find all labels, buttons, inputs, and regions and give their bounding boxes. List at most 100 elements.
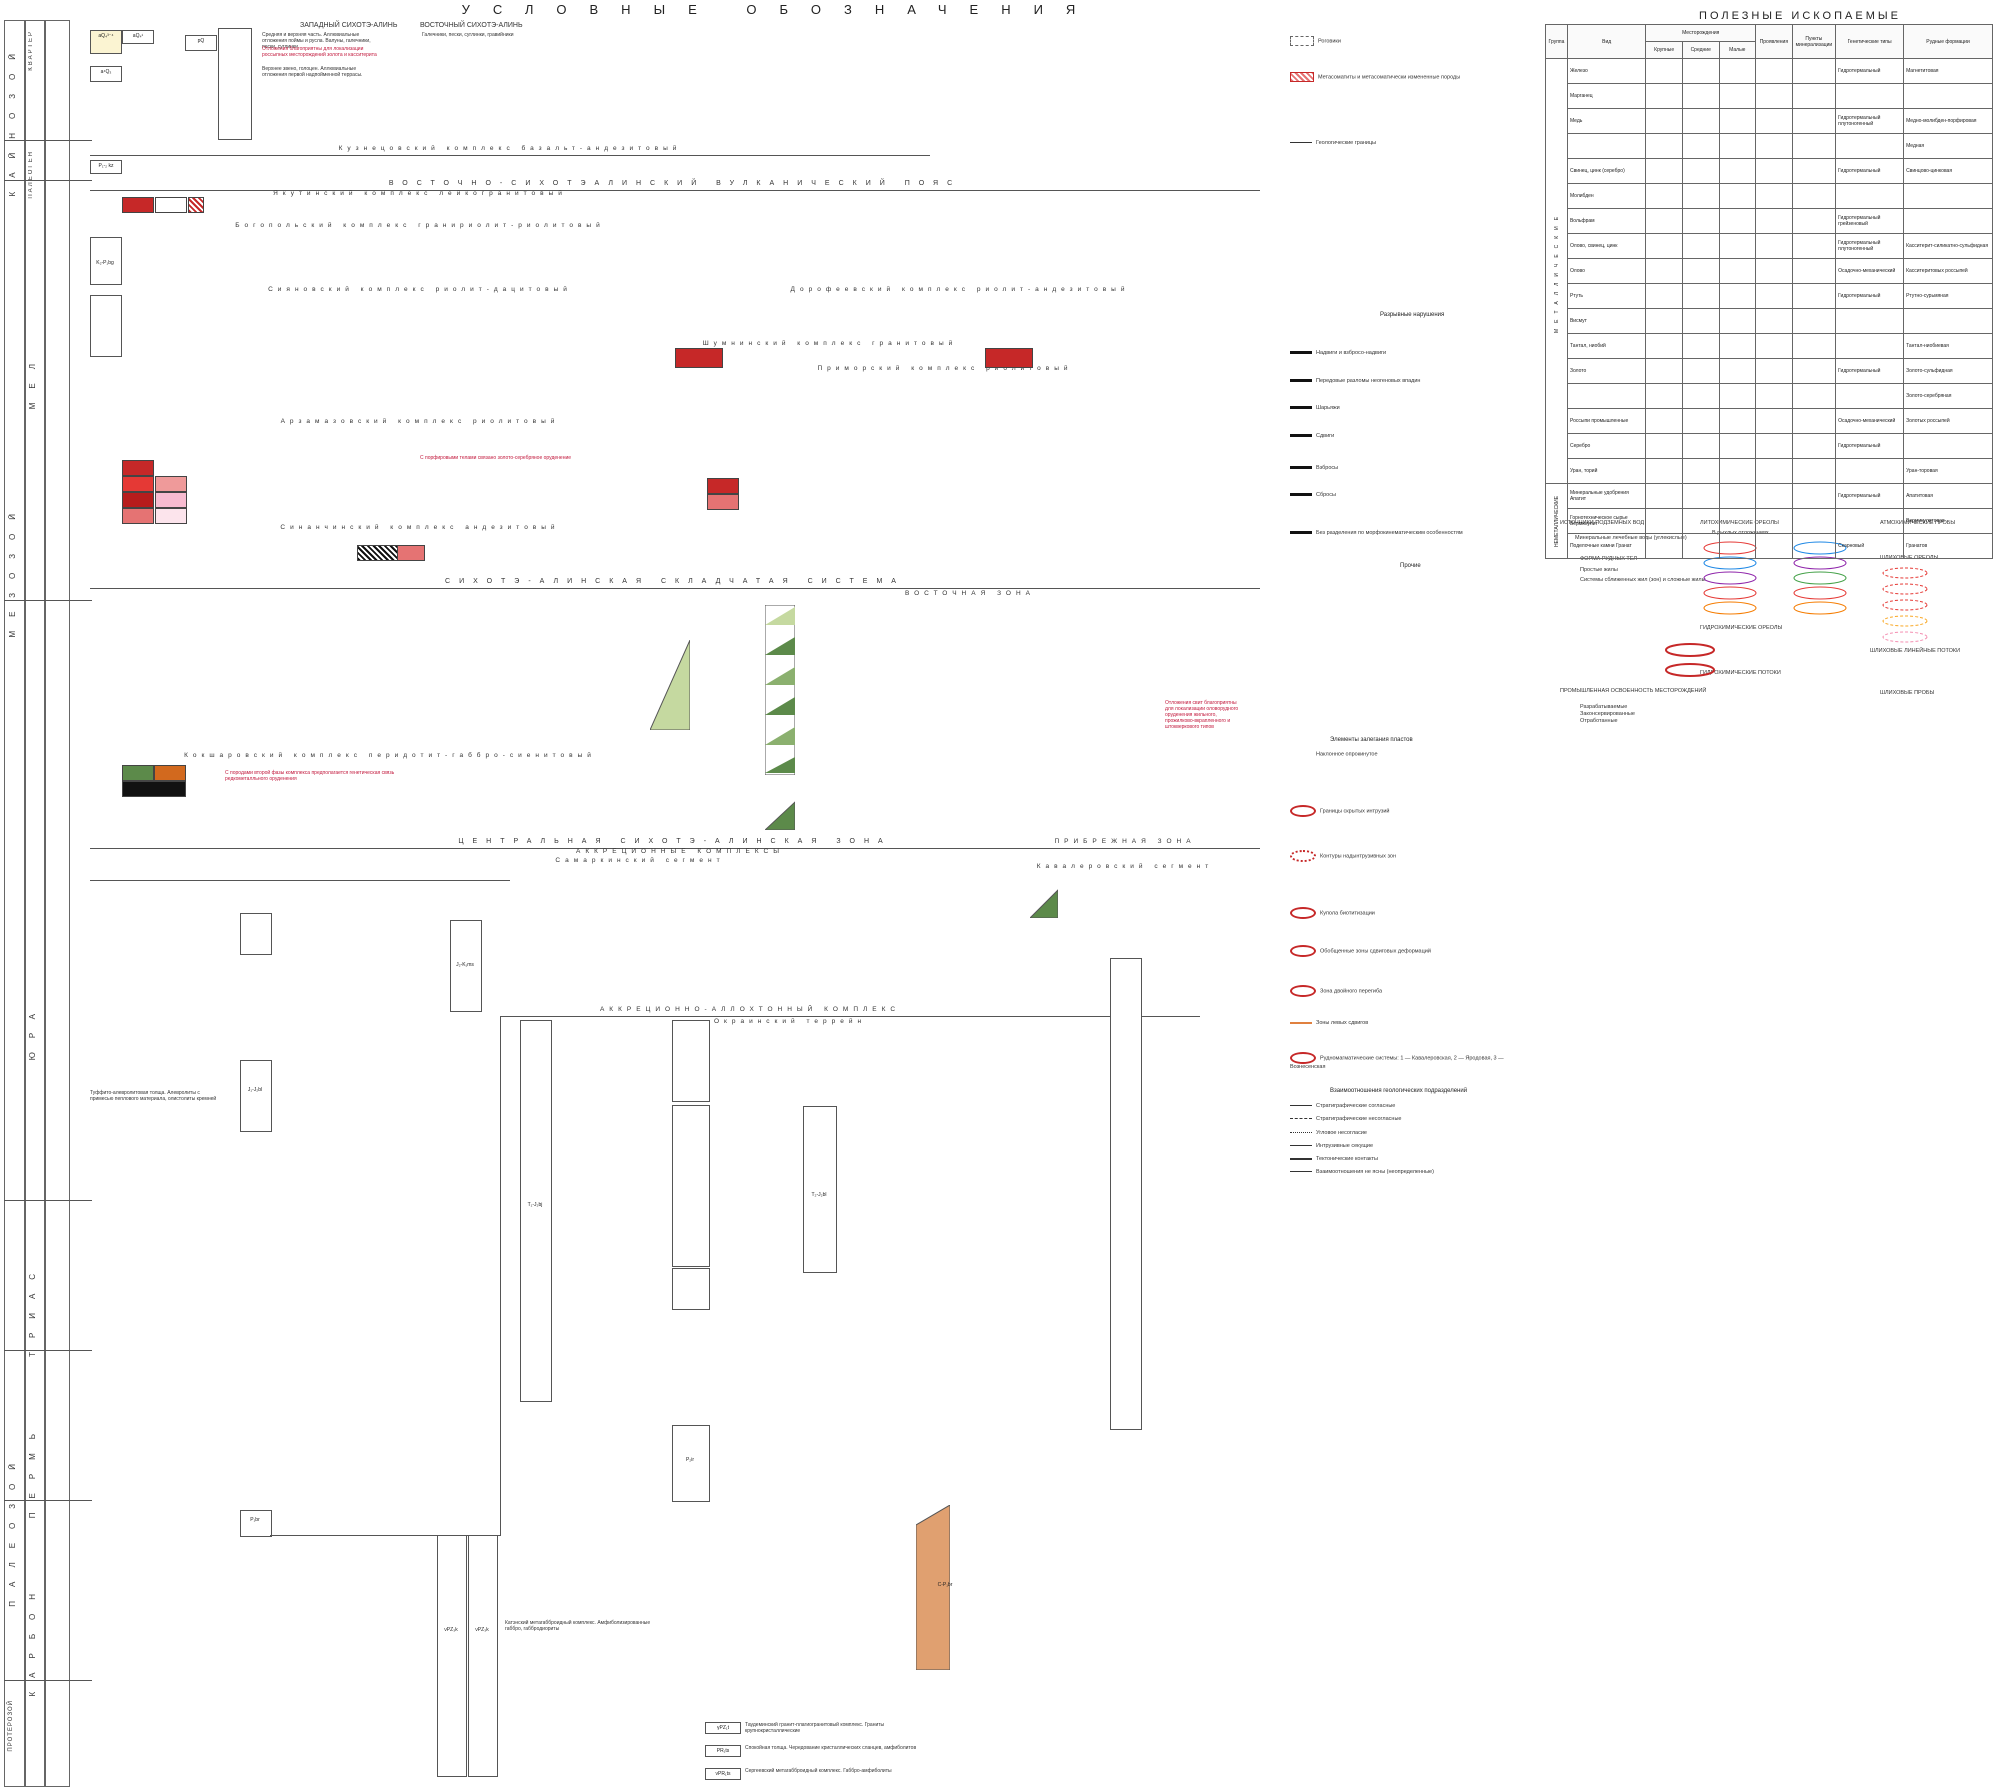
box-q4: a⁴Q₃ <box>90 66 122 82</box>
cell-show <box>1755 358 1793 384</box>
cell-show <box>1755 433 1793 459</box>
th-genetic: Генетические типы <box>1835 24 1905 59</box>
legend-left-shifts: Зоны левых сдвигов <box>1290 1020 1530 1026</box>
cell-medium <box>1681 433 1720 459</box>
cell-large <box>1645 183 1683 209</box>
mineral-formation <box>1903 83 1993 109</box>
cell-small <box>1718 58 1757 84</box>
legend-biotite-domes: Купола биотитизации <box>1290 907 1530 919</box>
orange-triangle <box>916 1505 950 1670</box>
swatch-red-1 <box>122 197 154 213</box>
mineral-type <box>1566 383 1647 409</box>
cell-point <box>1791 533 1837 559</box>
swatch-kok-3 <box>122 781 186 797</box>
src-shlikh-samples: ШЛИХОВЫЕ ПРОБЫ <box>1880 690 1935 696</box>
mineral-row: Вольфрам Гидротермальный грейзеновый <box>1546 208 1993 234</box>
box-q3: pQ <box>185 35 217 51</box>
swatch-sinan-red <box>397 545 425 561</box>
src-shlikh-flows: ШЛИХОВЫЕ ЛИНЕЙНЫЕ ПОТОКИ <box>1870 648 1961 654</box>
th-type: Вид <box>1566 24 1647 59</box>
cell-point <box>1791 433 1837 459</box>
mineral-genetic: Гидротермальный плутоногенный <box>1835 233 1905 259</box>
mineral-formation: Апатитовая <box>1903 483 1993 509</box>
box-j2: J₁-J₂bl <box>242 1085 268 1095</box>
band-6: Дорофеевский комплекс риолит-андезитовый <box>790 286 1130 293</box>
legend-rel-1: Стратиграфические согласные <box>1290 1103 1530 1109</box>
legend-faults-title: Разрывные нарушения <box>1380 312 1445 318</box>
mineral-type: Минеральные удобрения Апатит <box>1566 483 1647 509</box>
swatch-shum-1 <box>675 348 723 368</box>
legend-nappes: Шарьяжи <box>1290 405 1530 411</box>
cell-point <box>1791 83 1837 109</box>
mineral-genetic: Гидротермальный грейзеновый <box>1835 208 1905 234</box>
swatch-white-1 <box>155 197 187 213</box>
legend-hidden-intrusions: Границы скрытых интрузий <box>1290 805 1530 817</box>
cell-show <box>1755 508 1793 534</box>
text-pr2: Спокойная толща. Чередование кристалличе… <box>745 1745 917 1751</box>
period-paleogene: ПАЛЕОГЕН <box>28 150 34 199</box>
mineral-row: Висмут <box>1546 308 1993 334</box>
cell-show <box>1755 183 1793 209</box>
mineral-formation: Касситерит-силикатно-сульфидная <box>1903 233 1993 259</box>
box-pr1: PR₁ts <box>705 1745 741 1757</box>
cell-medium <box>1681 458 1720 484</box>
mineral-row: Марганец <box>1546 83 1993 109</box>
cell-large <box>1645 483 1683 509</box>
legend-boundaries: Геологические границы <box>1290 140 1530 146</box>
cell-medium <box>1681 208 1720 234</box>
cell-show <box>1755 133 1793 159</box>
cell-show <box>1755 208 1793 234</box>
cell-medium <box>1681 83 1720 109</box>
period-triassic: ТРИАС <box>28 1260 37 1357</box>
swatch-arz-1 <box>122 460 154 476</box>
cell-large <box>1645 508 1683 534</box>
mineral-genetic: Гидротермальный <box>1835 58 1905 84</box>
th-group: Группа <box>1545 24 1568 59</box>
cell-small <box>1718 158 1757 184</box>
cell-point <box>1791 483 1837 509</box>
mineral-formation: Свинцово-цинковая <box>1903 158 1993 184</box>
text-pz: Катэнский метагабброидный комплекс. Амфи… <box>505 1620 651 1632</box>
cell-show <box>1755 58 1793 84</box>
swatch-hatch-1 <box>188 197 204 213</box>
cell-large <box>1645 333 1683 359</box>
group-metal: МЕТАЛЛИЧЕСКИЕ <box>1545 58 1568 484</box>
swatch-arz-2 <box>122 476 154 492</box>
band-13: Кокшаровский комплекс перидотит-габбро-с… <box>184 752 596 759</box>
col-ok3 <box>672 1268 710 1310</box>
cell-medium <box>1681 133 1720 159</box>
cell-point <box>1791 108 1837 134</box>
col-j-lower <box>240 1060 272 1132</box>
cell-small <box>1718 283 1757 309</box>
green-triangle-1 <box>650 640 690 730</box>
mineral-type: Горнотехническое сырье Вермикулит <box>1566 508 1647 534</box>
hydro-halos <box>1665 643 1715 677</box>
band-2: ВОСТОЧНО-СИХОТЭАЛИНСКИЙ ВУЛКАНИЧЕСКИЙ ПО… <box>388 180 962 187</box>
band-11: СИХОТЭ-АЛИНСКАЯ СКЛАДЧАТАЯ СИСТЕМА <box>445 578 905 585</box>
cell-large <box>1645 233 1683 259</box>
band-7: Шумнинский комплекс гранитовый <box>702 340 958 347</box>
cell-small <box>1718 83 1757 109</box>
mineral-genetic <box>1835 133 1905 159</box>
src-hydro-halos: ГИДРОХИМИЧЕСКИЕ ОРЕОЛЫ <box>1700 625 1783 631</box>
mineral-formation: Ртутно-сурьмяная <box>1903 283 1993 309</box>
period-cretaceous: МЕЛ <box>28 350 37 410</box>
swatch-arz-4 <box>122 508 154 524</box>
legend-rel-3: Угловое несогласие <box>1290 1130 1530 1136</box>
mineral-type: Железо <box>1566 58 1647 84</box>
header-west: ЗАПАДНЫЙ СИХОТЭ-АЛИНЬ <box>300 22 398 29</box>
cell-show <box>1755 458 1793 484</box>
mineral-type: Свинец, цинк (серебро) <box>1566 158 1647 184</box>
cell-show <box>1755 158 1793 184</box>
band-16: ПРИБРЕЖНАЯ ЗОНА <box>1054 838 1196 845</box>
group-nonmetal: НЕМЕТАЛЛИЧЕСКИЕ <box>1545 483 1568 559</box>
cell-small <box>1718 133 1757 159</box>
mineral-type: Вольфрам <box>1566 208 1647 234</box>
